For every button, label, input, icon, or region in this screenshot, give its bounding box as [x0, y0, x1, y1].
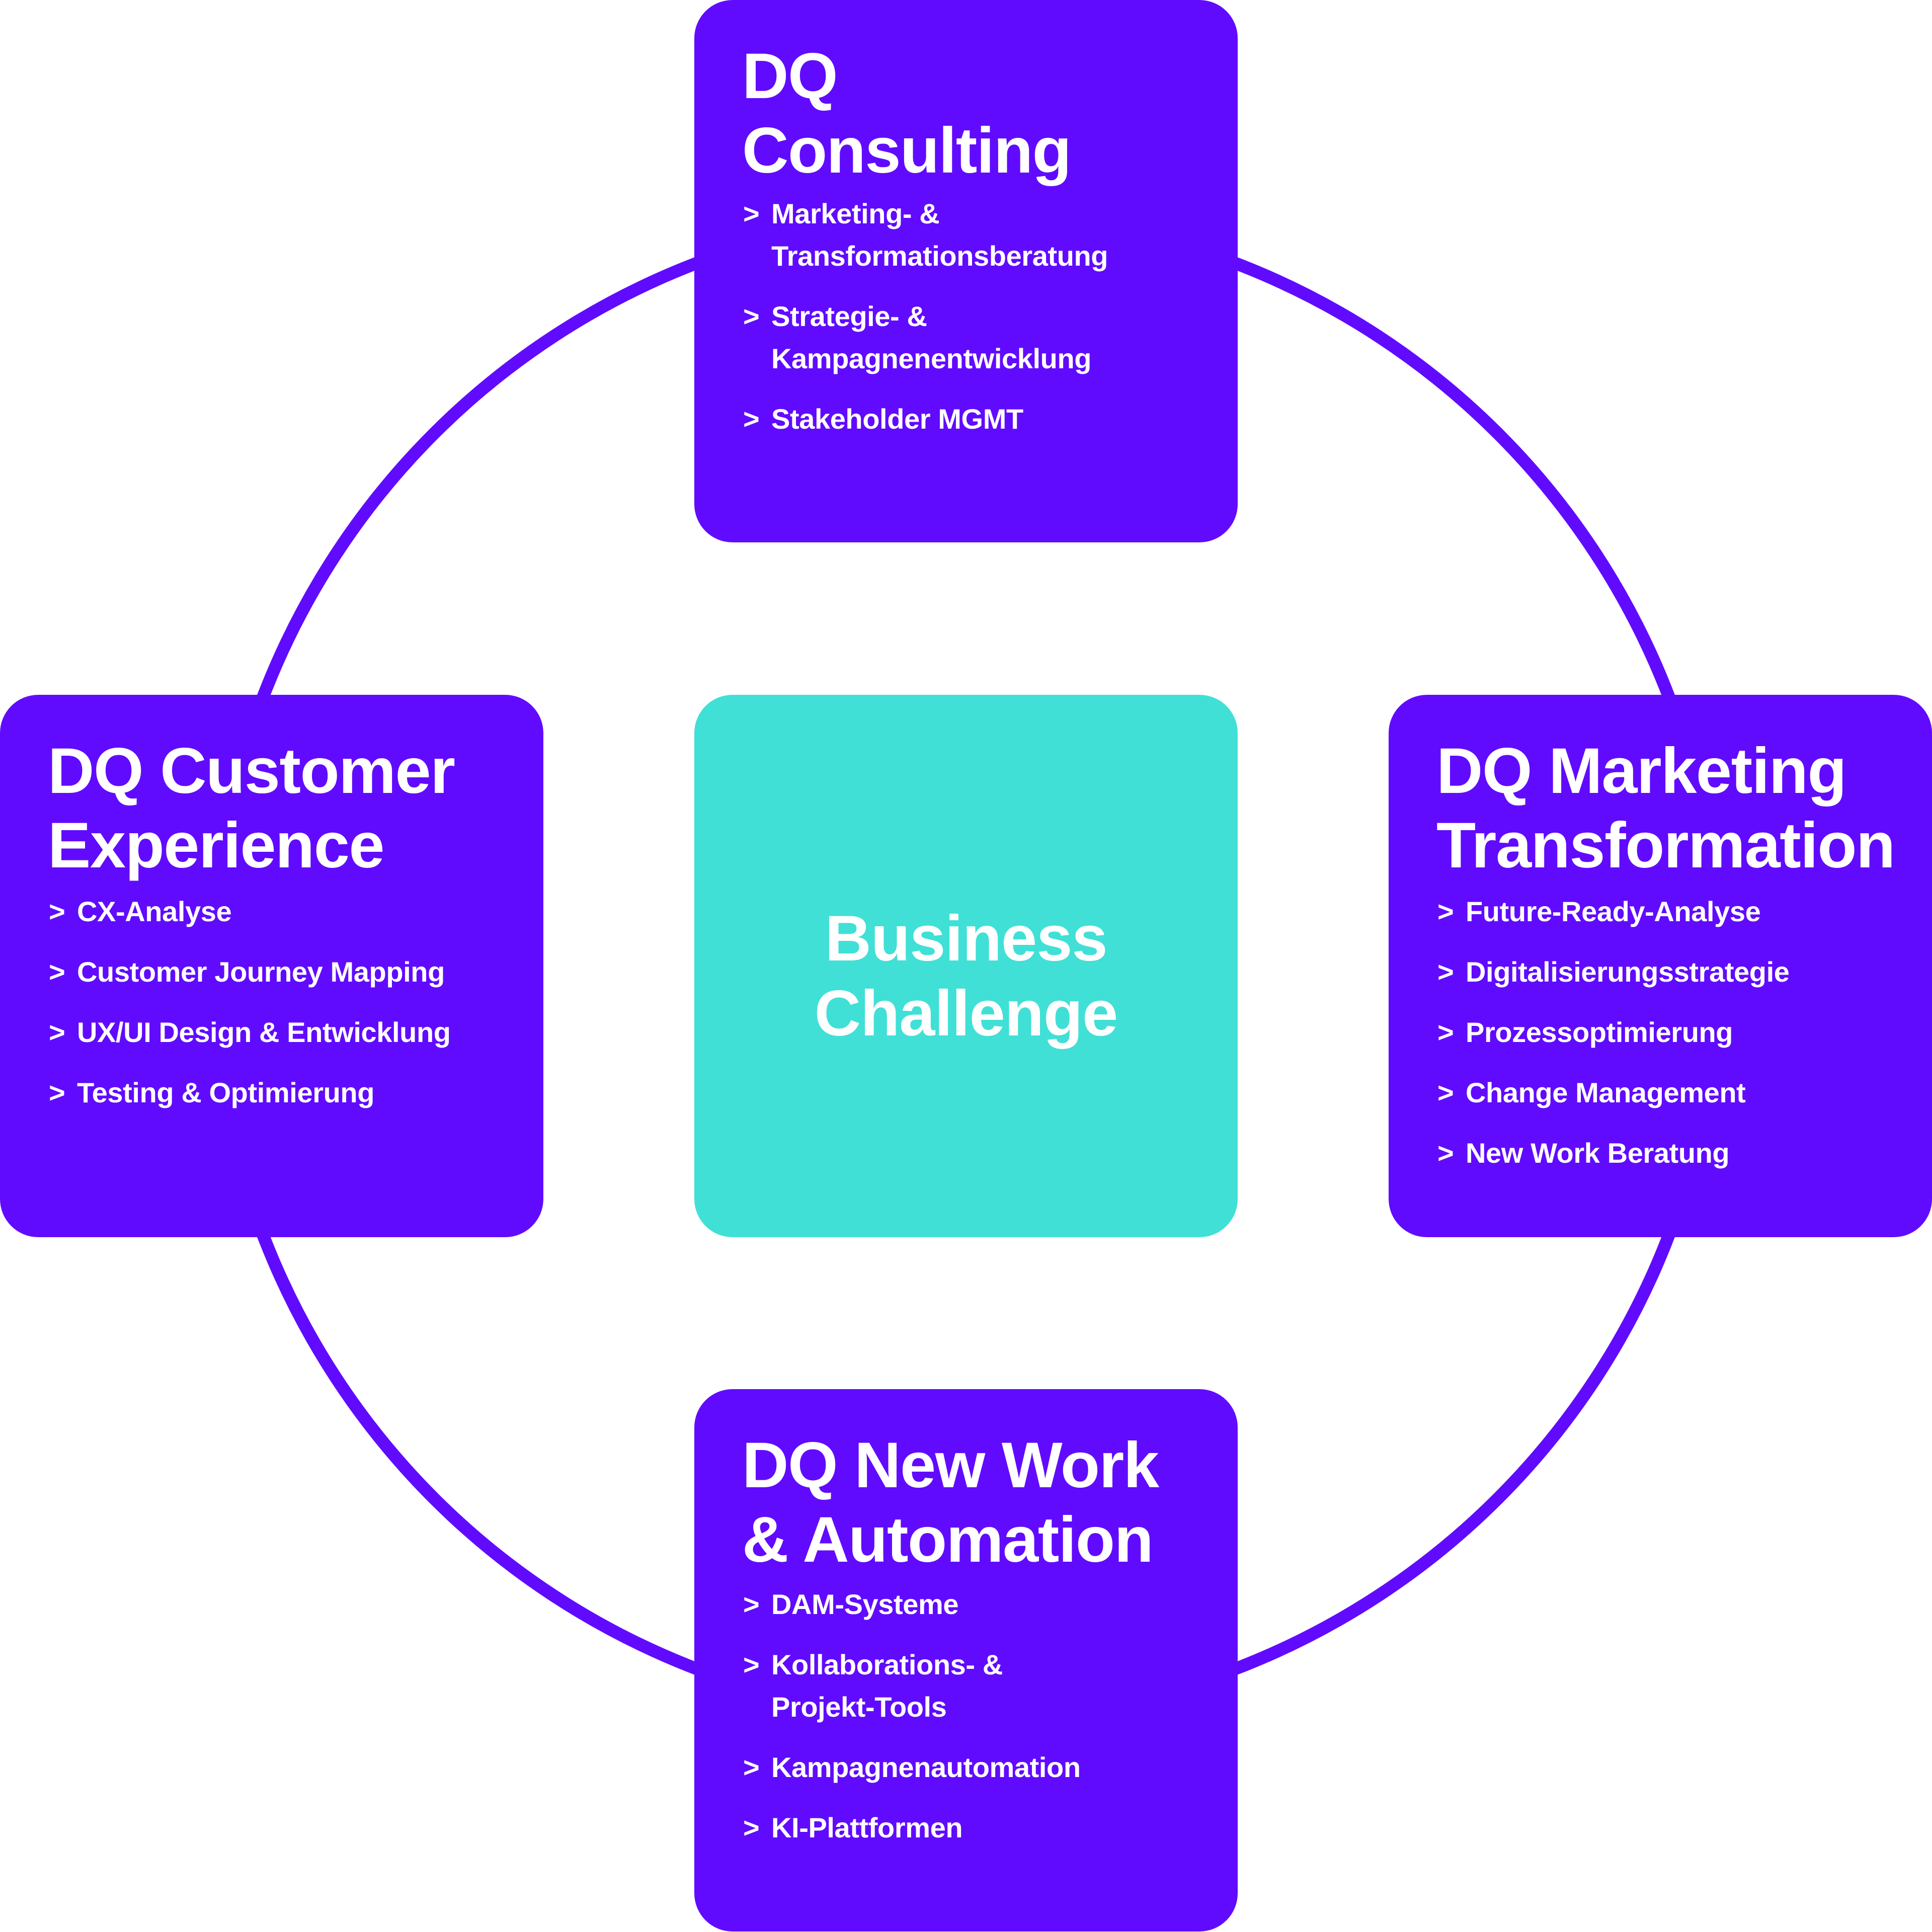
service-list: > DAM-Systeme > Kollaborations- & Projekt-T…: [743, 1583, 1081, 1867]
item-line-1: Digitalisierungsstrategie: [1466, 956, 1790, 988]
title-line-2: & Automation: [742, 1504, 1154, 1576]
chevron-right-icon: >: [743, 1812, 760, 1843]
service-list: > CX-Analyse > Customer Journey Mapping > U…: [49, 891, 451, 1132]
chevron-right-icon: >: [743, 300, 760, 332]
item-line-1: Kampagnenautomation: [771, 1751, 1081, 1783]
box-dq-new-work-automation: DQ New Work & Automation > DAM-Systeme > K…: [694, 1389, 1238, 1931]
box-dq-marketing-transformation: DQ Marketing Transformation > Future-Read…: [1389, 695, 1932, 1237]
chevron-right-icon: >: [1437, 956, 1454, 988]
item-line-1: DAM-Systeme: [771, 1588, 959, 1620]
chevron-right-icon: >: [1437, 1016, 1454, 1048]
chevron-right-icon: >: [49, 1016, 65, 1048]
item-line-1: Prozessoptimierung: [1466, 1016, 1733, 1048]
title-line-1: DQ Marketing: [1436, 735, 1847, 807]
service-item: > Marketing- & Transformationsberatung: [743, 193, 1108, 277]
chevron-right-icon: >: [743, 403, 760, 435]
item-line-1: New Work Beratung: [1466, 1137, 1730, 1169]
service-item: > CX-Analyse: [49, 891, 451, 933]
service-item: > Digitalisierungsstrategie: [1437, 951, 1790, 993]
item-line-1: CX-Analyse: [77, 896, 232, 927]
service-item: > New Work Beratung: [1437, 1132, 1790, 1174]
item-line-1: Change Management: [1466, 1077, 1746, 1108]
item-line-1: KI-Plattformen: [771, 1812, 963, 1843]
item-line-1: Customer Journey Mapping: [77, 956, 445, 988]
service-item: > Kampagnenautomation: [743, 1746, 1081, 1789]
item-line-1: Strategie- &: [771, 300, 927, 332]
box-business-challenge: Business Challenge: [694, 695, 1238, 1237]
title-line-1: DQ New Work: [742, 1429, 1159, 1501]
title-line-2: Transformation: [1436, 810, 1895, 881]
title-line-2: Consulting: [742, 115, 1072, 187]
chevron-right-icon: >: [1437, 1077, 1454, 1108]
service-item: > Future-Ready-Analyse: [1437, 891, 1790, 933]
service-item: > Prozessoptimierung: [1437, 1011, 1790, 1054]
box-dq-customer-experience: DQ Customer Experience > CX-Analyse > Cust…: [0, 695, 543, 1237]
service-item: > Change Management: [1437, 1072, 1790, 1114]
chevron-right-icon: >: [49, 1077, 65, 1108]
service-list: > Future-Ready-Analyse > Digitalisierungss…: [1437, 891, 1790, 1192]
box-title: DQ Customer Experience: [48, 734, 455, 883]
chevron-right-icon: >: [49, 956, 65, 988]
item-line-1: Marketing- &: [771, 198, 940, 229]
item-line-2: Projekt-Tools: [771, 1691, 947, 1723]
chevron-right-icon: >: [1437, 896, 1454, 927]
service-item: > Customer Journey Mapping: [49, 951, 451, 993]
service-item: > Stakeholder MGMT: [743, 398, 1108, 440]
box-title: DQ Consulting: [742, 39, 1072, 188]
service-item: > Strategie- & Kampagnenentwicklung: [743, 295, 1108, 380]
center-title: Business Challenge: [694, 901, 1238, 1051]
item-line-2: Transformationsberatung: [771, 240, 1108, 272]
item-line-1: Future-Ready-Analyse: [1466, 896, 1761, 927]
box-dq-consulting: DQ Consulting > Marketing- & Transformatio…: [694, 0, 1238, 542]
service-item: > DAM-Systeme: [743, 1583, 1081, 1626]
center-title-line-1: Business: [825, 903, 1107, 975]
service-item: > Testing & Optimierung: [49, 1072, 451, 1114]
chevron-right-icon: >: [743, 198, 760, 229]
chevron-right-icon: >: [743, 1751, 760, 1783]
box-title: DQ Marketing Transformation: [1436, 734, 1895, 883]
item-line-1: UX/UI Design & Entwicklung: [77, 1016, 451, 1048]
center-title-line-2: Challenge: [814, 978, 1118, 1050]
service-item: > KI-Plattformen: [743, 1807, 1081, 1849]
chevron-right-icon: >: [1437, 1137, 1454, 1169]
chevron-right-icon: >: [743, 1588, 760, 1620]
chevron-right-icon: >: [49, 896, 65, 927]
item-line-1: Kollaborations- &: [771, 1649, 1003, 1680]
service-list: > Marketing- & Transformationsberatung > St…: [743, 193, 1108, 458]
title-line-1: DQ Customer: [48, 735, 455, 807]
item-line-2: Kampagnenentwicklung: [771, 343, 1092, 374]
service-item: > Kollaborations- & Projekt-Tools: [743, 1644, 1081, 1728]
chevron-right-icon: >: [743, 1649, 760, 1680]
box-title: DQ New Work & Automation: [742, 1428, 1159, 1577]
item-line-1: Testing & Optimierung: [77, 1077, 375, 1108]
title-line-2: Experience: [48, 810, 385, 881]
title-line-1: DQ: [742, 40, 838, 112]
service-item: > UX/UI Design & Entwicklung: [49, 1011, 451, 1054]
item-line-1: Stakeholder MGMT: [771, 403, 1023, 435]
